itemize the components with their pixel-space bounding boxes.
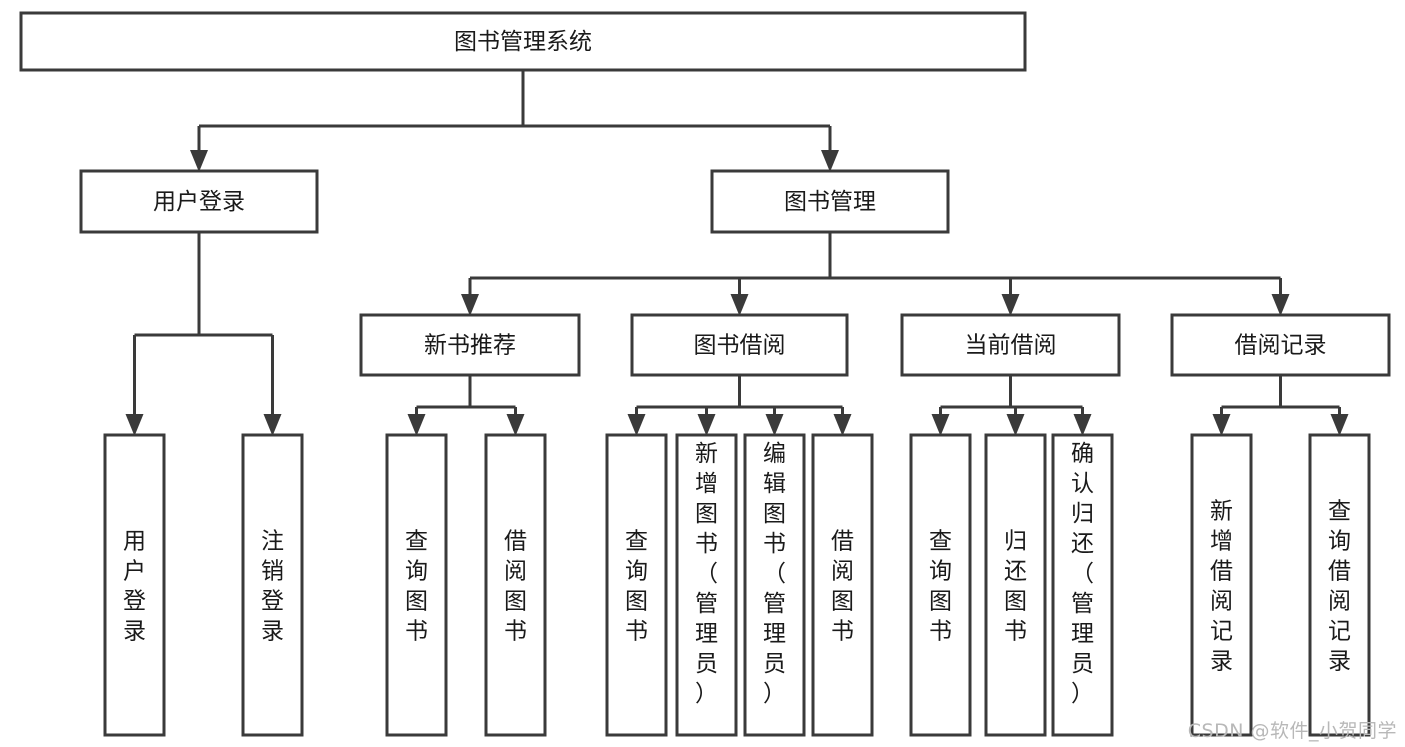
node-label-leaf4: 借阅图书 <box>504 528 527 644</box>
node-box-login <box>79 169 319 234</box>
node-box-leaf8 <box>811 433 874 737</box>
node-label-bookmgmt: 图书管理 <box>784 189 876 215</box>
node-box-root <box>19 11 1027 72</box>
node-box-leaf5 <box>605 433 668 737</box>
node-label-borrow: 图书借阅 <box>694 333 786 359</box>
node-leaf9[interactable]: 查询图书 <box>909 433 972 737</box>
node-box-leaf2 <box>241 433 304 737</box>
node-leaf7[interactable]: 编辑图书（管理员） <box>743 433 806 737</box>
node-box-leaf6 <box>675 433 738 737</box>
node-box-leaf7 <box>743 433 806 737</box>
node-box-leaf10 <box>984 433 1047 737</box>
node-leaf4[interactable]: 借阅图书 <box>484 433 547 737</box>
node-label-leaf1: 用户登录 <box>123 528 146 644</box>
node-label-root: 图书管理系统 <box>454 29 592 55</box>
node-leaf12[interactable]: 新增借阅记录 <box>1190 433 1253 737</box>
edge-group-bookmgmt <box>461 232 1290 316</box>
node-label-leaf9: 查询图书 <box>929 528 952 644</box>
node-box-leaf4 <box>484 433 547 737</box>
node-label-leaf2: 注销登录 <box>261 528 284 644</box>
node-login[interactable]: 用户登录 <box>79 169 319 234</box>
node-records[interactable]: 借阅记录 <box>1170 313 1391 377</box>
node-label-leaf3: 查询图书 <box>405 528 428 644</box>
node-layer: 图书管理系统用户登录图书管理新书推荐图书借阅当前借阅借阅记录用户登录注销登录查询… <box>19 11 1391 737</box>
node-leaf13[interactable]: 查询借阅记录 <box>1308 433 1371 737</box>
node-label-login: 用户登录 <box>153 189 245 215</box>
node-box-records <box>1170 313 1391 377</box>
node-newbook[interactable]: 新书推荐 <box>359 313 581 377</box>
node-box-current <box>900 313 1121 377</box>
edge-group-borrow <box>627 375 852 436</box>
node-leaf3[interactable]: 查询图书 <box>385 433 448 737</box>
node-label-leaf6: 新增图书（管理员） <box>695 441 718 707</box>
node-label-records: 借阅记录 <box>1235 333 1327 359</box>
node-current[interactable]: 当前借阅 <box>900 313 1121 377</box>
edge-group-current <box>931 375 1092 436</box>
node-box-leaf3 <box>385 433 448 737</box>
node-box-leaf12 <box>1190 433 1253 737</box>
node-leaf11[interactable]: 确认归还（管理员） <box>1051 433 1114 737</box>
edge-group-root <box>190 70 839 172</box>
edge-group-login <box>125 232 282 436</box>
node-label-current: 当前借阅 <box>965 333 1057 359</box>
node-label-leaf8: 借阅图书 <box>831 528 854 644</box>
node-borrow[interactable]: 图书借阅 <box>630 313 849 377</box>
node-box-leaf11 <box>1051 433 1114 737</box>
node-box-bookmgmt <box>710 169 950 234</box>
node-box-newbook <box>359 313 581 377</box>
node-box-leaf9 <box>909 433 972 737</box>
edge-layer <box>125 70 1349 436</box>
node-root[interactable]: 图书管理系统 <box>19 11 1027 72</box>
node-label-newbook: 新书推荐 <box>424 333 516 359</box>
node-label-leaf7: 编辑图书（管理员） <box>763 441 786 707</box>
edge-group-newbook <box>407 375 525 436</box>
node-label-leaf13: 查询借阅记录 <box>1328 498 1351 674</box>
node-box-borrow <box>630 313 849 377</box>
edge-group-records <box>1212 375 1349 436</box>
node-leaf8[interactable]: 借阅图书 <box>811 433 874 737</box>
node-leaf1[interactable]: 用户登录 <box>103 433 166 737</box>
node-leaf6[interactable]: 新增图书（管理员） <box>675 433 738 737</box>
node-box-leaf13 <box>1308 433 1371 737</box>
node-leaf10[interactable]: 归还图书 <box>984 433 1047 737</box>
node-leaf5[interactable]: 查询图书 <box>605 433 668 737</box>
node-label-leaf10: 归还图书 <box>1004 528 1027 644</box>
node-leaf2[interactable]: 注销登录 <box>241 433 304 737</box>
node-label-leaf11: 确认归还（管理员） <box>1071 441 1094 707</box>
node-box-leaf1 <box>103 433 166 737</box>
node-bookmgmt[interactable]: 图书管理 <box>710 169 950 234</box>
node-label-leaf5: 查询图书 <box>625 528 648 644</box>
node-label-leaf12: 新增借阅记录 <box>1210 498 1233 674</box>
